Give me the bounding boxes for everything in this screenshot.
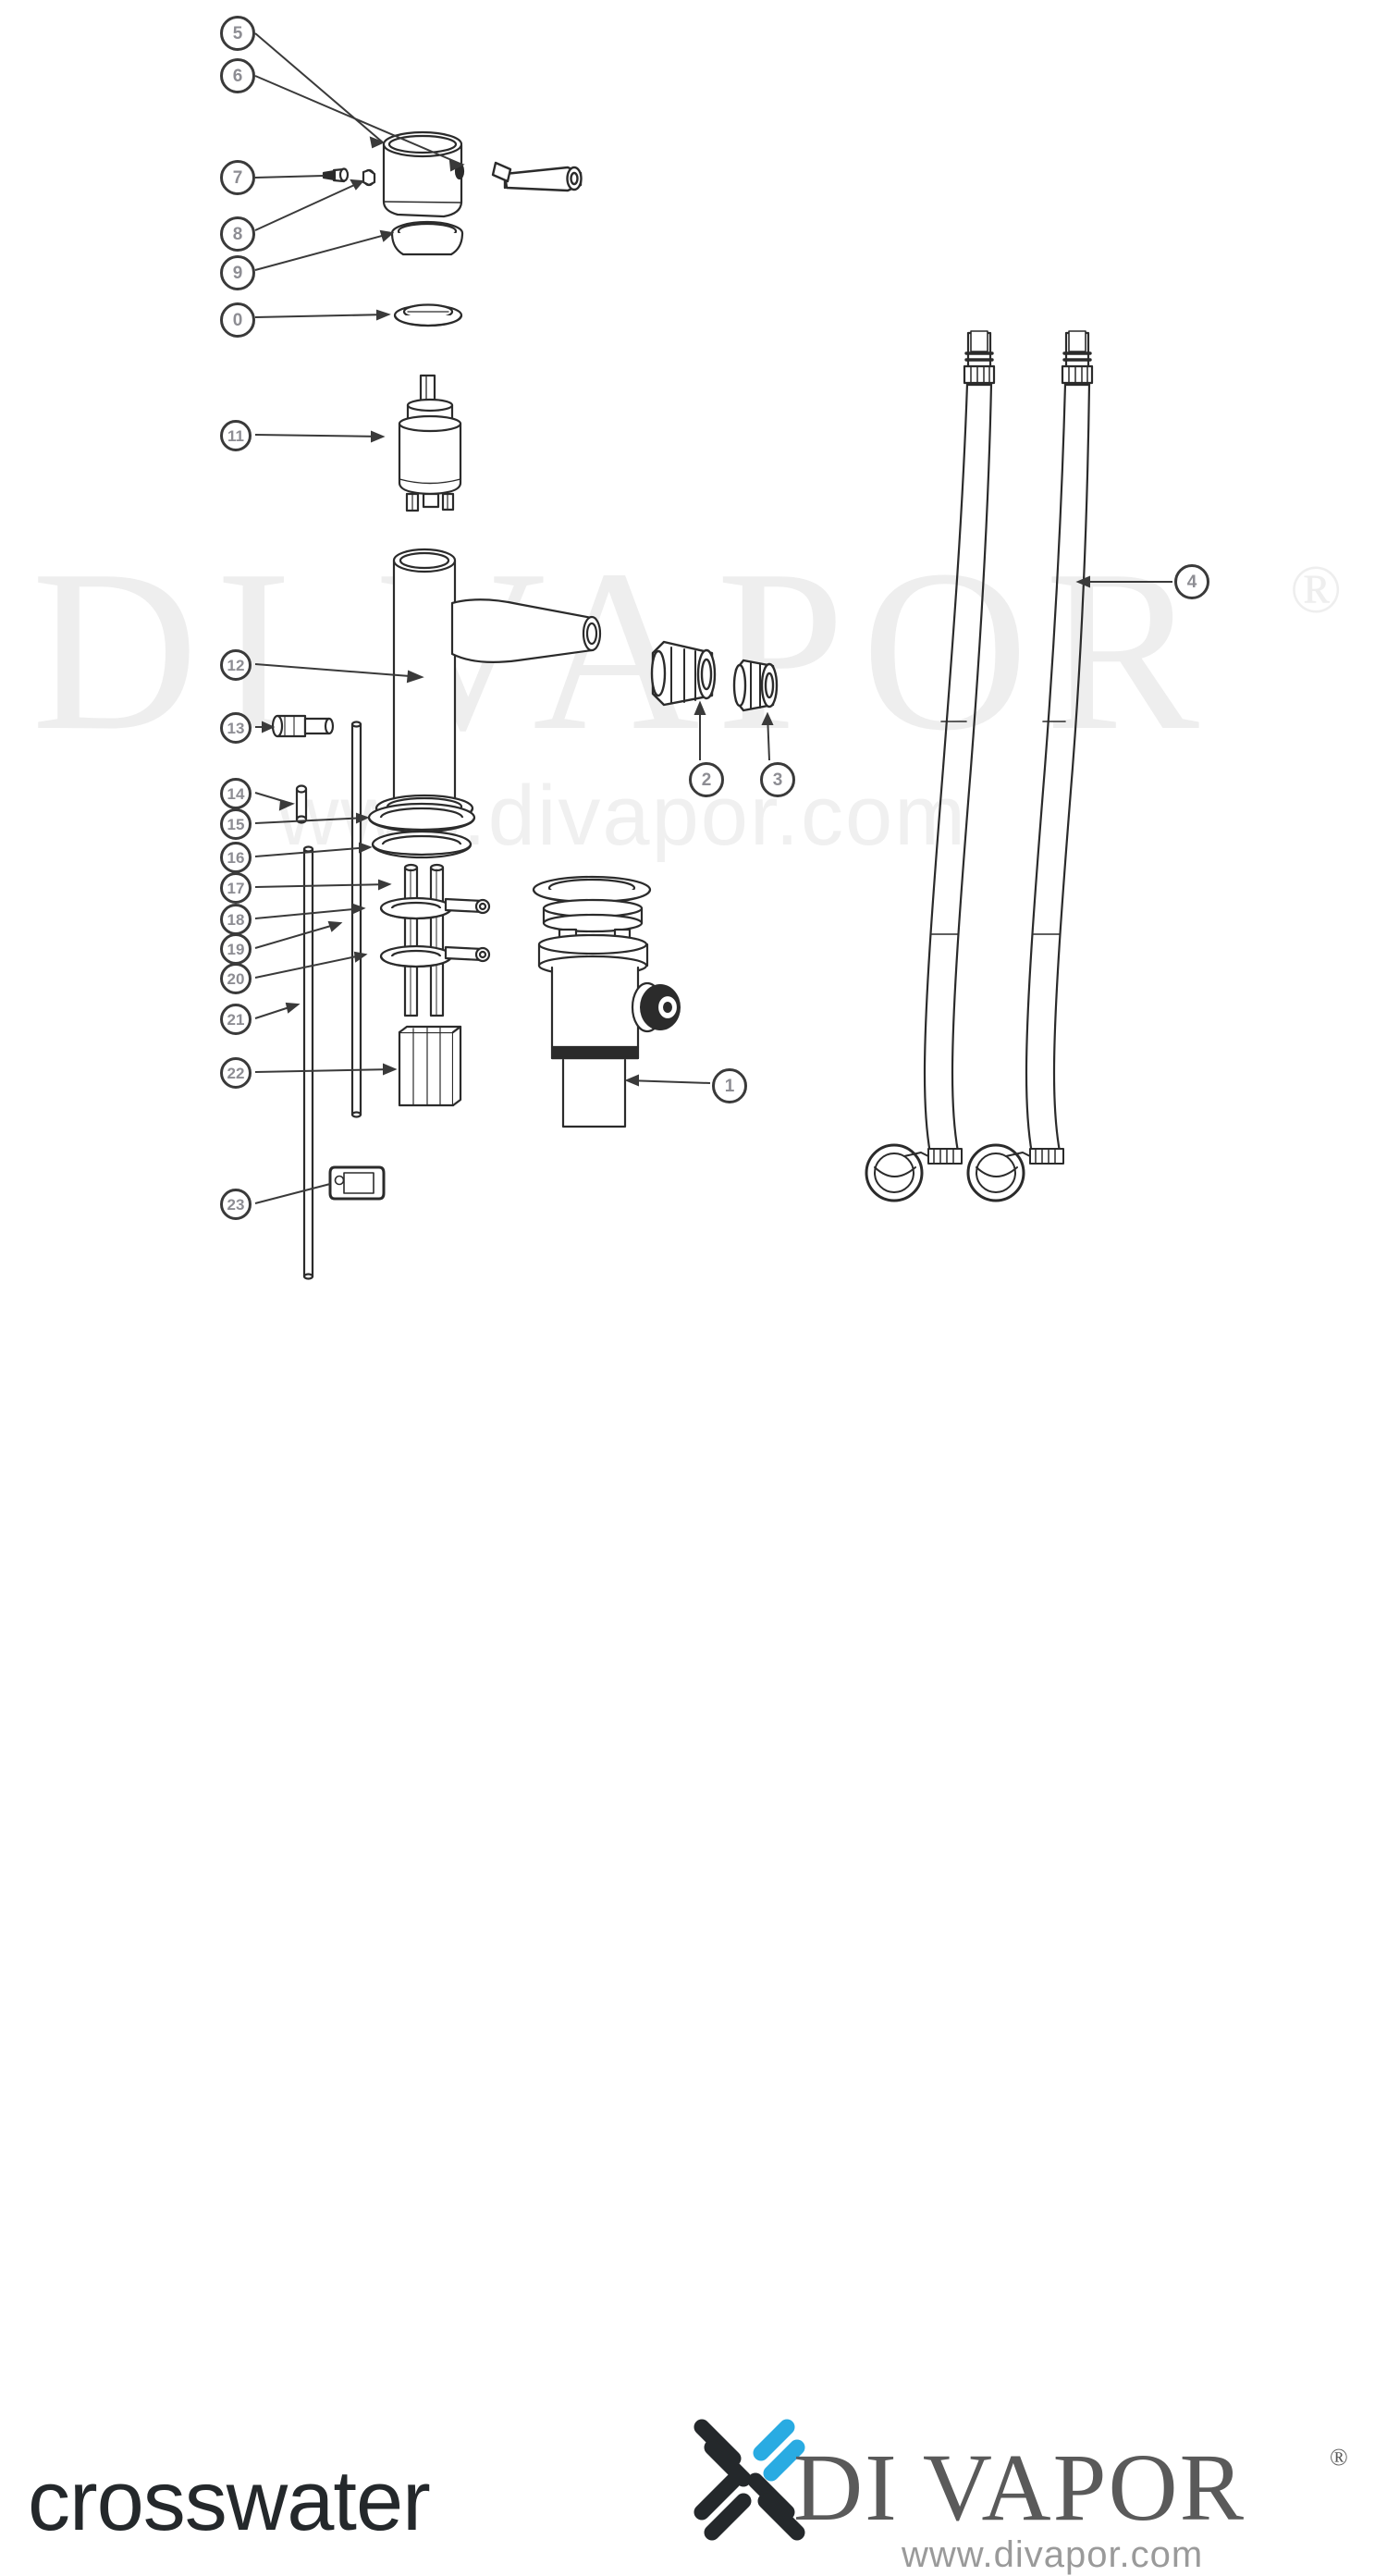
callout-bubble-23[interactable]: 23 xyxy=(220,1189,252,1220)
part-aerator-housing xyxy=(650,640,717,707)
callout-bubble-18[interactable]: 18 xyxy=(220,904,252,935)
callout-bubble-10[interactable]: 0 xyxy=(220,302,255,338)
part-handle-lever xyxy=(491,161,583,192)
callout-bubble-16[interactable]: 16 xyxy=(220,842,252,873)
brand-footer: crosswater DI VAPOR ® www.divapor.com xyxy=(0,1202,1387,2575)
callout-bubble-6[interactable]: 6 xyxy=(220,58,255,93)
part-upper-mounting-plate xyxy=(379,896,491,920)
part-ceramic-mixer-cartridge xyxy=(398,374,462,512)
callout-bubble-8[interactable]: 8 xyxy=(220,216,255,252)
technical-drawing-layer xyxy=(254,32,1172,1280)
callout-bubble-5[interactable]: 5 xyxy=(220,16,255,51)
divapor-wordmark: DI VAPOR xyxy=(793,2434,1246,2541)
callout-bubble-13[interactable]: 13 xyxy=(220,712,252,744)
divapor-url-text: www.divapor.com xyxy=(902,2534,1204,2575)
callout-bubble-1[interactable]: 1 xyxy=(712,1068,747,1103)
part-lift-rod-clip xyxy=(328,1165,386,1201)
part-rubber-gasket xyxy=(371,830,473,859)
part-grub-screw xyxy=(322,167,350,183)
part-pop-up-lift-rod xyxy=(302,845,314,1280)
callout-bubble-21[interactable]: 21 xyxy=(220,1004,252,1035)
callout-bubble-3[interactable]: 3 xyxy=(760,762,795,797)
callout-bubble-20[interactable]: 20 xyxy=(220,963,252,994)
part-spacer-sleeve-set xyxy=(398,1025,462,1107)
callout-bubble-2[interactable]: 2 xyxy=(689,762,724,797)
part-screw-cover-plug xyxy=(362,168,376,187)
callout-bubble-22[interactable]: 22 xyxy=(220,1057,252,1089)
part-pop-up-waste-assembly xyxy=(532,875,681,1128)
callout-bubble-11[interactable]: 11 xyxy=(220,420,252,451)
part-cartridge-retaining-ring xyxy=(393,303,463,327)
part-handle-collar-shroud xyxy=(390,220,464,256)
callout-bubble-7[interactable]: 7 xyxy=(220,160,255,195)
diagram-canvas: DI VAPOR ® www.divapor.com xyxy=(0,16,1387,2575)
watermark-registered-icon: ® xyxy=(1290,552,1343,628)
part-base-sealing-washer xyxy=(367,802,476,833)
callout-bubble-12[interactable]: 12 xyxy=(220,649,252,681)
callout-bubble-4[interactable]: 4 xyxy=(1174,564,1209,599)
part-aerator-insert xyxy=(732,659,779,712)
callout-bubble-14[interactable]: 14 xyxy=(220,778,252,809)
part-cartridge-locking-nut xyxy=(271,714,335,738)
callout-bubble-9[interactable]: 9 xyxy=(220,255,255,290)
divapor-registered-icon: ® xyxy=(1330,2444,1348,2471)
callout-bubble-17[interactable]: 17 xyxy=(220,872,252,904)
callout-bubble-15[interactable]: 15 xyxy=(220,808,252,840)
part-flexible-supply-hose-right xyxy=(966,330,1094,1202)
part-lower-mounting-plate xyxy=(379,944,491,968)
crosswater-wordmark: crosswater xyxy=(28,2454,431,2548)
callout-bubble-19[interactable]: 19 xyxy=(220,933,252,965)
part-flexible-supply-hose-left xyxy=(865,330,996,1202)
leader-lines-layer xyxy=(254,32,1172,1204)
